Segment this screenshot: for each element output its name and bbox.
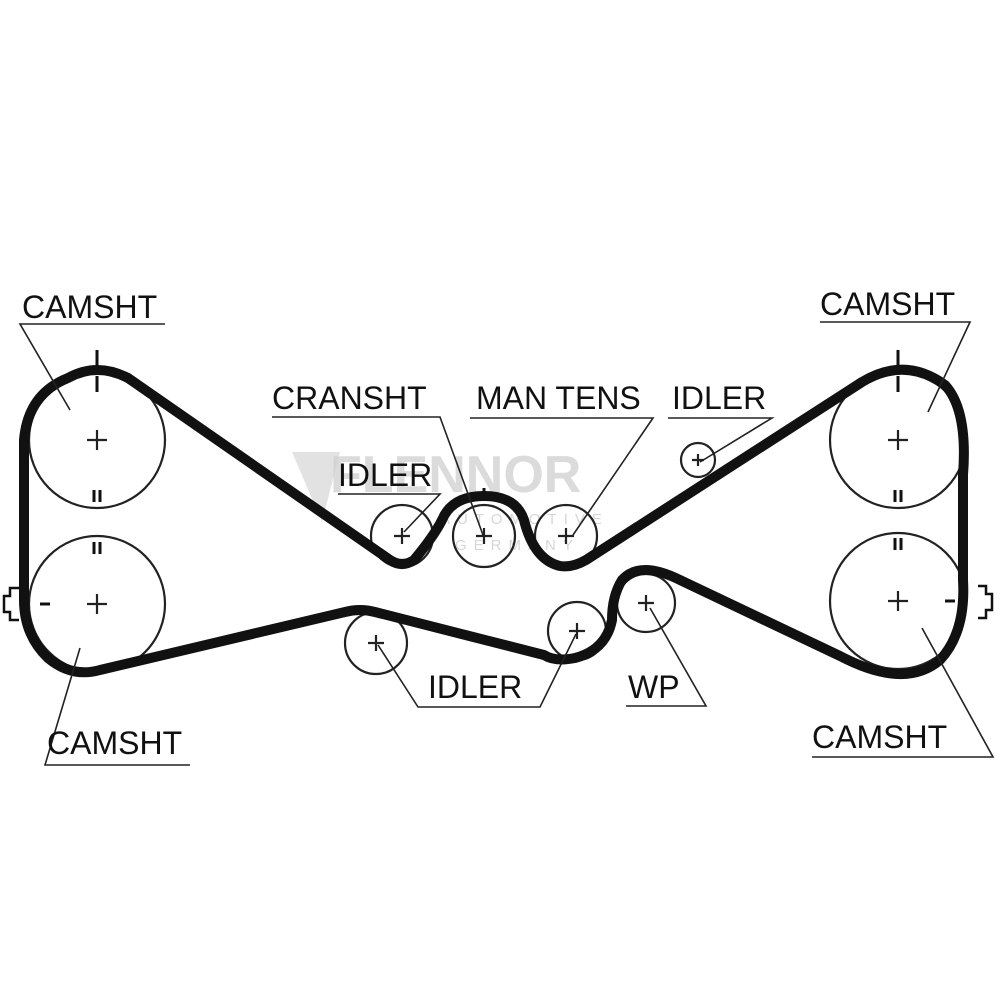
label-man-tens: MAN TENS bbox=[476, 380, 641, 416]
label-camsht-top-left: CAMSHT bbox=[22, 289, 157, 325]
leader-camsht-bottom-left bbox=[43, 647, 190, 766]
leader-cransht bbox=[272, 416, 484, 536]
leader-idler-bottom bbox=[377, 633, 577, 708]
idler-pulley-small-top-right bbox=[679, 441, 717, 479]
label-camsht-bottom-right: CAMSHT bbox=[812, 719, 947, 755]
pulley-center-marks bbox=[87, 430, 908, 651]
case-notch-left bbox=[2, 586, 19, 622]
leader-idler-center bbox=[338, 493, 442, 533]
watermark-line2: GERMANY bbox=[455, 537, 580, 554]
timing-mark-bottom-left-top bbox=[92, 542, 102, 554]
center-cross-wp bbox=[638, 595, 654, 611]
watermark-logo-mark bbox=[292, 452, 340, 522]
label-idler-center: IDLER bbox=[338, 457, 432, 493]
label-camsht-top-right: CAMSHT bbox=[820, 286, 955, 322]
center-cross-cam-tl bbox=[87, 430, 107, 450]
case-marks bbox=[2, 584, 994, 622]
center-cross-cam-br bbox=[888, 591, 908, 611]
leader-camsht-top-right bbox=[820, 321, 972, 413]
label-idler-bottom: IDLER bbox=[428, 669, 522, 705]
labels: CAMSHT CAMSHT CAMSHT CAMSHT CRANSHT MAN … bbox=[22, 286, 955, 761]
timing-mark-bottom-right-top bbox=[893, 538, 903, 550]
label-wp: WP bbox=[628, 669, 680, 705]
leader-camsht-bottom-right bbox=[812, 627, 995, 758]
leader-idler-top-right bbox=[668, 417, 775, 463]
label-camsht-bottom-left: CAMSHT bbox=[47, 725, 182, 761]
timing-marks bbox=[40, 350, 955, 606]
leader-lines bbox=[18, 321, 995, 766]
center-cross-cam-tr bbox=[888, 430, 908, 450]
center-cross-crank bbox=[476, 528, 492, 544]
center-cross-tensioner bbox=[558, 528, 574, 544]
center-cross-idler-br bbox=[569, 623, 585, 639]
center-cross-idler-bl bbox=[368, 635, 384, 651]
case-notch-right bbox=[978, 584, 994, 620]
crankshaft-pulley bbox=[451, 503, 517, 569]
label-idler-top-right: IDLER bbox=[672, 380, 766, 416]
label-cransht: CRANSHT bbox=[272, 380, 427, 416]
leader-camsht-top-left bbox=[18, 323, 165, 411]
leader-wp bbox=[626, 607, 708, 707]
timing-mark-top-left-bottom bbox=[92, 490, 102, 502]
center-cross-cam-bl bbox=[87, 594, 107, 614]
timing-mark-top-right-bottom bbox=[893, 490, 903, 502]
timing-belt bbox=[19, 364, 969, 680]
center-cross-idler-center bbox=[394, 528, 410, 544]
leader-man-tens bbox=[470, 417, 655, 536]
